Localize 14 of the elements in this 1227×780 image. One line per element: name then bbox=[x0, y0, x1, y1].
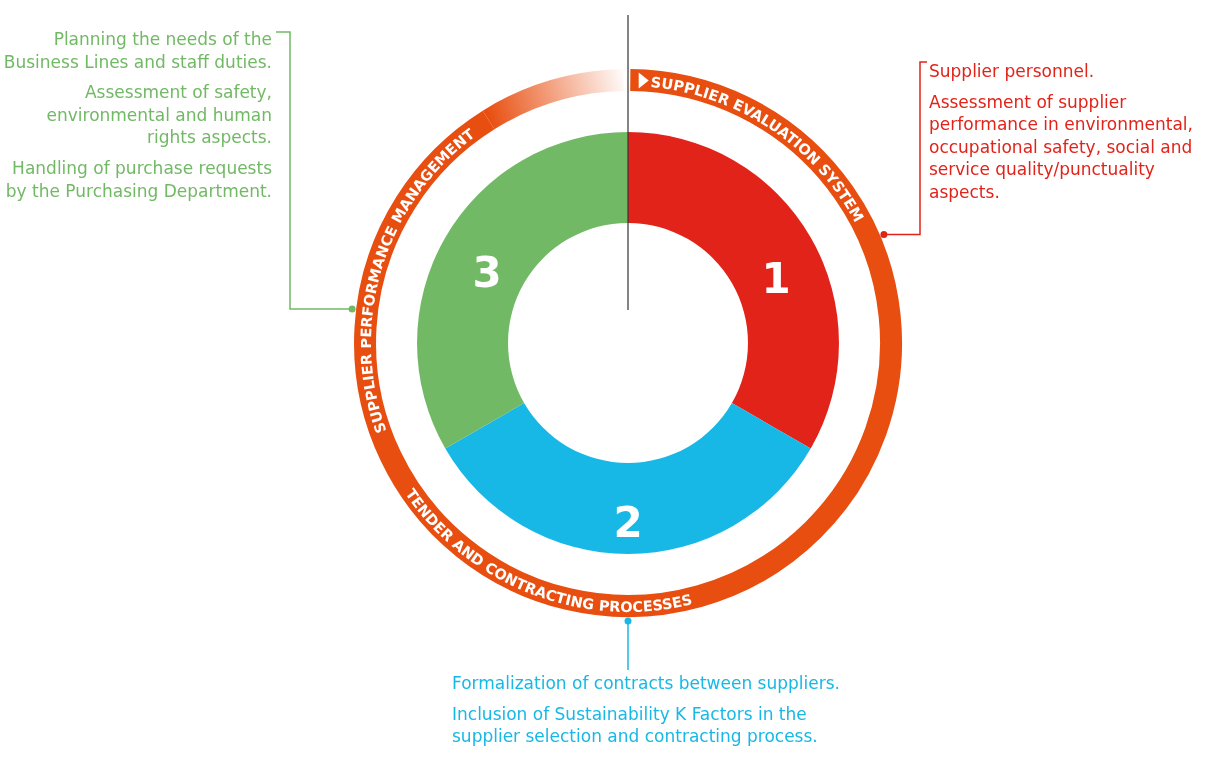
process-ring bbox=[354, 69, 902, 617]
description-text: Inclusion of Sustainability K Factors in the supplier selection and contracting process. bbox=[452, 702, 819, 748]
description-text: Handling of purchase requests by the Purchasing Department. bbox=[4, 157, 272, 203]
leader-line bbox=[624, 617, 632, 671]
segment-number: 1 bbox=[761, 254, 791, 303]
leader-line bbox=[275, 31, 356, 313]
segment-number: 3 bbox=[472, 248, 502, 297]
description-text: Assessment of supplier performance in environmental, occupational safety, social and service quality/punctuality aspects. bbox=[929, 90, 1194, 204]
description-text: Formalization of contracts between suppliers. bbox=[452, 672, 841, 695]
description-text: Supplier personnel. bbox=[929, 60, 1096, 83]
description-text: Assessment of safety, environmental and human rights aspects. bbox=[45, 81, 272, 150]
leader-line bbox=[880, 61, 928, 238]
description-text: Planning the needs of the Business Lines and staff duties. bbox=[2, 28, 272, 74]
segment-number: 2 bbox=[613, 498, 643, 547]
